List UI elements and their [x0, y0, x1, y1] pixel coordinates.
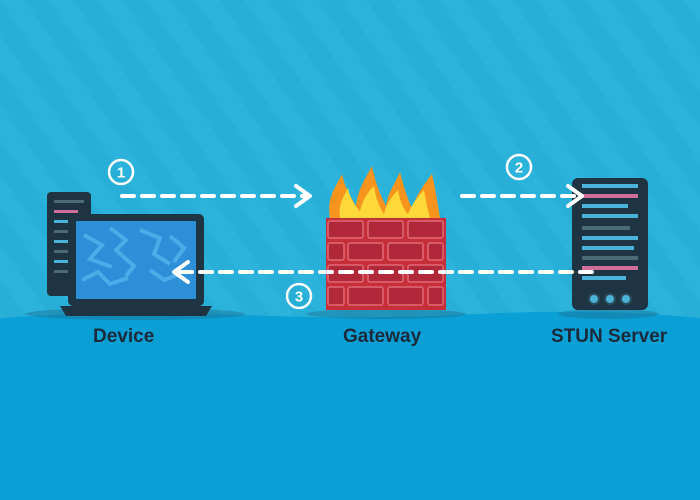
server-label: STUN Server: [551, 326, 668, 347]
svg-text:3: 3: [295, 289, 303, 306]
arrow-step-2: [460, 184, 584, 208]
step-badge-2: 2: [505, 153, 533, 181]
arrow-step-1: [120, 184, 312, 208]
gateway-label: Gateway: [343, 326, 422, 347]
laptop-with-tower-icon: [47, 192, 212, 316]
ground: [0, 311, 700, 500]
ground-shadow-gateway: [306, 309, 466, 319]
ground-shadow-server: [558, 309, 658, 319]
step-badge-3: 3: [285, 282, 313, 310]
device-label: Device: [93, 326, 155, 347]
svg-text:2: 2: [515, 160, 523, 177]
step-badge-1: 1: [107, 158, 135, 186]
server-rack-icon: [572, 178, 648, 310]
firewall-icon: [326, 166, 446, 310]
svg-text:1: 1: [117, 165, 125, 182]
arrow-step-3: [172, 260, 594, 284]
